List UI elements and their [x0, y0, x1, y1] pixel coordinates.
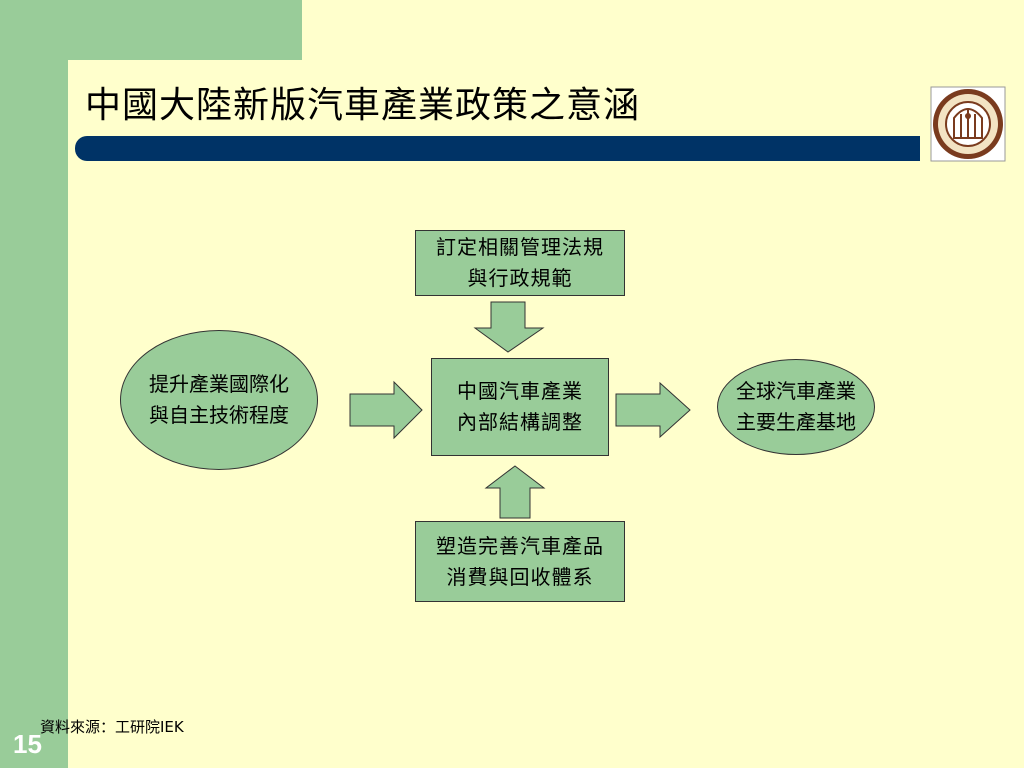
- source-note: 資料來源：工研院IEK: [40, 718, 184, 736]
- consumption-recycling-box: 塑造完善汽車產品 消費與回收體系: [415, 521, 625, 602]
- global-production-base-ellipse: 全球汽車產業 主要生產基地: [717, 359, 875, 455]
- top-accent-bar: [68, 0, 302, 60]
- arrow-up-icon: [484, 465, 546, 519]
- internationalization-line-2: 與自主技術程度: [149, 403, 289, 427]
- title-underline-bar: [75, 136, 920, 161]
- industry-restructure-box: 中國汽車產業 內部結構調整: [431, 358, 609, 456]
- slide-title: 中國大陸新版汽車產業政策之意涵: [85, 85, 641, 126]
- internationalization-ellipse: 提升產業國際化 與自主技術程度: [120, 330, 318, 470]
- global-production-base-line-2: 主要生產基地: [736, 410, 856, 434]
- policy-regulation-line-1: 訂定相關管理法規: [436, 235, 604, 259]
- arrow-down-icon: [473, 301, 545, 353]
- consumption-recycling-line-2: 消費與回收體系: [446, 564, 594, 589]
- policy-regulation-box: 訂定相關管理法規 與行政規範: [415, 230, 625, 296]
- university-seal-icon: [930, 86, 1006, 162]
- page-number: 15: [13, 729, 42, 759]
- internationalization-line-1: 提升產業國際化: [149, 372, 289, 396]
- arrow-right-icon: [615, 381, 691, 439]
- left-accent-bar: [0, 0, 68, 768]
- industry-restructure-line-2: 內部結構調整: [457, 410, 583, 434]
- arrow-right-icon: [349, 380, 423, 440]
- policy-regulation-line-2: 與行政規範: [467, 266, 573, 290]
- industry-restructure-line-1: 中國汽車產業: [457, 379, 583, 403]
- global-production-base-line-1: 全球汽車產業: [736, 379, 856, 403]
- consumption-recycling-line-1: 塑造完善汽車產品: [436, 533, 604, 558]
